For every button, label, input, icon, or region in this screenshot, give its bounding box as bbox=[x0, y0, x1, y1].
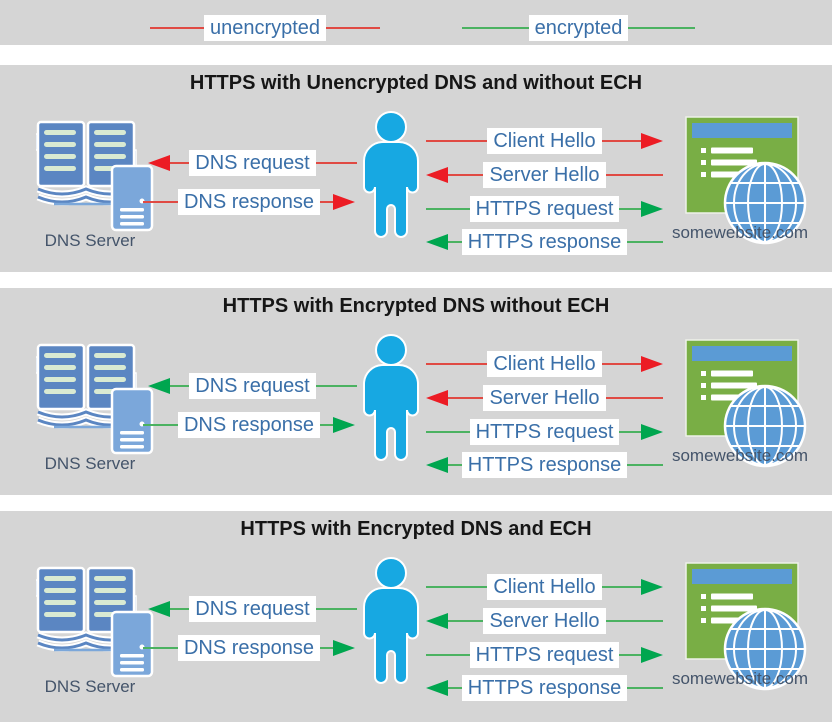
client-hello-label: Client Hello bbox=[487, 574, 602, 600]
panel-title: HTTPS with Encrypted DNS and ECH bbox=[240, 518, 592, 540]
legend-encrypted: encrypted bbox=[462, 13, 695, 43]
https-request-arrow: HTTPS request bbox=[426, 642, 663, 668]
client-hello-arrow: Client Hello bbox=[426, 351, 663, 377]
client-hello-label: Client Hello bbox=[487, 128, 602, 154]
website-icon-svg bbox=[685, 562, 807, 691]
https-response-arrow: HTTPS response bbox=[426, 675, 663, 701]
person-icon bbox=[358, 557, 424, 689]
client-hello-arrow: Client Hello bbox=[426, 128, 663, 154]
website-label: somewebsite.com bbox=[671, 669, 809, 688]
dns-server-label: DNS Server bbox=[44, 677, 136, 696]
https-request-label: HTTPS request bbox=[469, 419, 620, 445]
arrowhead-right-icon bbox=[641, 201, 663, 217]
https-request-arrow: HTTPS request bbox=[426, 196, 663, 222]
arrowhead-right-icon bbox=[641, 133, 663, 149]
server-hello-arrow: Server Hello bbox=[426, 385, 663, 411]
arrowhead-right-icon bbox=[641, 647, 663, 663]
client-hello-arrow: Client Hello bbox=[426, 574, 663, 600]
legend-encrypted-label: encrypted bbox=[528, 15, 629, 41]
dns-response-label: DNS response bbox=[177, 635, 321, 661]
website-label: somewebsite.com bbox=[671, 446, 809, 465]
arrowhead-right-icon bbox=[333, 194, 355, 210]
https-request-label: HTTPS request bbox=[469, 196, 620, 222]
legend-unencrypted-label: unencrypted bbox=[203, 15, 327, 41]
legend-unencrypted: unencrypted bbox=[150, 13, 380, 43]
arrowhead-left-icon bbox=[426, 234, 448, 250]
arrowhead-left-icon bbox=[426, 457, 448, 473]
dns-response-arrow: DNS response bbox=[143, 635, 355, 661]
person-icon-svg bbox=[363, 334, 419, 461]
arrowhead-left-icon bbox=[426, 390, 448, 406]
https-response-label: HTTPS response bbox=[461, 229, 628, 255]
website-label: somewebsite.com bbox=[671, 223, 809, 242]
server-hello-label: Server Hello bbox=[483, 608, 606, 634]
https-response-arrow: HTTPS response bbox=[426, 452, 663, 478]
dns-server-icon bbox=[35, 120, 154, 233]
arrowhead-left-icon bbox=[148, 601, 170, 617]
dns-response-arrow: DNS response bbox=[143, 412, 355, 438]
dns-server-icon bbox=[35, 343, 154, 456]
website-icon-svg bbox=[685, 339, 807, 468]
arrowhead-right-icon bbox=[641, 579, 663, 595]
dns-response-arrow: DNS response bbox=[143, 189, 355, 215]
website-icon bbox=[684, 115, 816, 245]
client-hello-label: Client Hello bbox=[487, 351, 602, 377]
server-hello-arrow: Server Hello bbox=[426, 162, 663, 188]
https-response-label: HTTPS response bbox=[461, 452, 628, 478]
open-book-and-server-icon bbox=[35, 566, 154, 678]
arrowhead-right-icon bbox=[333, 640, 355, 656]
panel-encrypted-dns-and-ech: HTTPS with Encrypted DNS and ECH bbox=[0, 511, 832, 722]
dns-response-label: DNS response bbox=[177, 412, 321, 438]
arrowhead-left-icon bbox=[148, 155, 170, 171]
panel-unencrypted-dns-without-ech: HTTPS with Unencrypted DNS and without E… bbox=[0, 65, 832, 272]
arrowhead-left-icon bbox=[148, 378, 170, 394]
dns-request-arrow: DNS request bbox=[148, 150, 357, 176]
dns-server-icon bbox=[35, 566, 154, 679]
https-response-label: HTTPS response bbox=[461, 675, 628, 701]
arrowhead-right-icon bbox=[641, 356, 663, 372]
website-icon-svg bbox=[685, 116, 807, 245]
dns-request-label: DNS request bbox=[189, 373, 316, 399]
dns-response-label: DNS response bbox=[177, 189, 321, 215]
dns-request-label: DNS request bbox=[189, 596, 316, 622]
open-book-and-server-icon bbox=[35, 120, 154, 232]
person-icon bbox=[358, 111, 424, 243]
server-hello-label: Server Hello bbox=[483, 162, 606, 188]
arrowhead-left-icon bbox=[426, 167, 448, 183]
open-book-and-server-icon bbox=[35, 343, 154, 455]
https-request-label: HTTPS request bbox=[469, 642, 620, 668]
arrowhead-right-icon bbox=[333, 417, 355, 433]
arrowhead-left-icon bbox=[426, 613, 448, 629]
server-hello-label: Server Hello bbox=[483, 385, 606, 411]
dns-server-label: DNS Server bbox=[44, 454, 136, 473]
dns-server-label: DNS Server bbox=[44, 231, 136, 250]
arrowhead-right-icon bbox=[641, 424, 663, 440]
dns-request-arrow: DNS request bbox=[148, 596, 357, 622]
server-hello-arrow: Server Hello bbox=[426, 608, 663, 634]
https-request-arrow: HTTPS request bbox=[426, 419, 663, 445]
website-icon bbox=[684, 338, 816, 468]
panel-title: HTTPS with Unencrypted DNS and without E… bbox=[189, 72, 643, 94]
person-icon bbox=[358, 334, 424, 466]
person-icon-svg bbox=[363, 557, 419, 684]
panel-encrypted-dns-without-ech: HTTPS with Encrypted DNS without ECH bbox=[0, 288, 832, 495]
legend-bar: unencrypted encrypted bbox=[0, 0, 832, 45]
arrowhead-left-icon bbox=[426, 680, 448, 696]
dns-request-label: DNS request bbox=[189, 150, 316, 176]
panel-title: HTTPS with Encrypted DNS without ECH bbox=[222, 295, 610, 317]
https-response-arrow: HTTPS response bbox=[426, 229, 663, 255]
dns-request-arrow: DNS request bbox=[148, 373, 357, 399]
website-icon bbox=[684, 561, 816, 691]
person-icon-svg bbox=[363, 111, 419, 238]
